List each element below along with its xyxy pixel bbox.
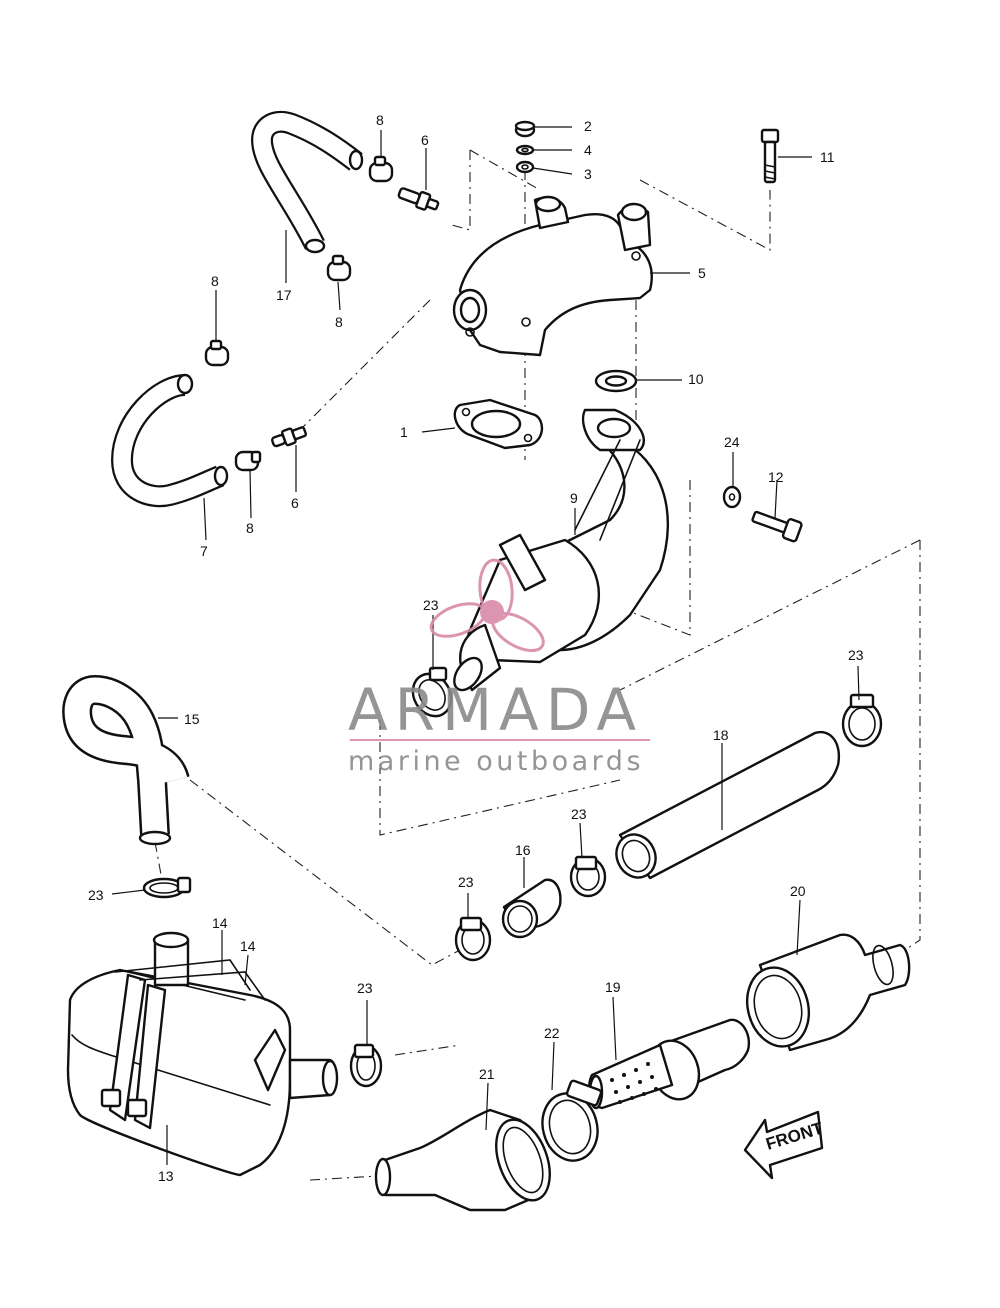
assembly-guide-lines — [154, 149, 921, 1181]
callout-23-center: 23 — [458, 874, 474, 890]
callout-1: 1 — [400, 424, 408, 440]
callout-6-upper: 6 — [421, 132, 429, 148]
perforation-holes — [610, 1062, 658, 1104]
callout-21: 21 — [479, 1066, 495, 1082]
muffler — [66, 931, 339, 1177]
callout-23-muffler: 23 — [357, 980, 373, 996]
watermark-brand: ARMADA — [348, 676, 643, 744]
callout-7: 7 — [200, 543, 208, 559]
small-clamps — [204, 155, 394, 472]
callout-8-left: 8 — [211, 273, 219, 289]
callout-5: 5 — [698, 265, 706, 281]
hose-upper — [250, 110, 364, 254]
elbow-pipe — [374, 1108, 551, 1212]
callout-8-mid: 8 — [335, 314, 343, 330]
worm-clamp — [569, 855, 607, 898]
callout-16: 16 — [515, 842, 531, 858]
callout-14-b: 14 — [240, 938, 256, 954]
worm-clamp — [841, 693, 883, 748]
bolt-short — [751, 510, 803, 543]
callout-11: 11 — [820, 149, 835, 165]
manifold-gasket — [453, 398, 544, 450]
callout-3: 3 — [584, 166, 592, 182]
front-direction-arrow: FRONT — [743, 1110, 826, 1180]
watermark-tagline: marine outboards — [348, 746, 644, 777]
armada-watermark: ARMADA marine outboards — [348, 558, 650, 777]
callout-17: 17 — [276, 287, 292, 303]
callout-23-left: 23 — [88, 887, 104, 903]
nut-and-washers — [514, 120, 536, 174]
worm-clamp — [142, 876, 192, 899]
hose-fittings — [271, 187, 440, 448]
callout-10: 10 — [688, 371, 704, 387]
callout-19: 19 — [605, 979, 621, 995]
gasket-ring — [594, 369, 638, 393]
callout-24: 24 — [724, 434, 740, 450]
callout-23-pipe: 23 — [423, 597, 439, 613]
tail-hose — [62, 674, 190, 846]
small-clamp — [234, 450, 262, 472]
short-sleeve — [501, 878, 562, 939]
exhaust-pipe — [453, 408, 669, 692]
exhaust-manifold — [452, 195, 653, 357]
small-clamp — [326, 254, 352, 282]
callout-12: 12 — [768, 469, 784, 485]
callout-4: 4 — [584, 142, 592, 158]
callout-15: 15 — [184, 711, 200, 727]
outlet-housing — [746, 933, 911, 1052]
callout-9: 9 — [570, 490, 578, 506]
callout-13: 13 — [158, 1168, 174, 1184]
callout-14-a: 14 — [212, 915, 228, 931]
callout-numbers: 2 4 3 11 5 10 8 6 17 8 8 1 6 8 7 9 24 12… — [88, 112, 864, 1184]
hose-lower — [110, 373, 229, 508]
callout-18: 18 — [713, 727, 729, 743]
worm-clamps — [142, 666, 883, 1088]
callout-22: 22 — [544, 1025, 560, 1041]
callout-8-lower: 8 — [246, 520, 254, 536]
watermark-rule — [350, 739, 650, 741]
callout-23-mid: 23 — [571, 806, 587, 822]
small-clamp — [204, 339, 230, 367]
hose-fitting — [397, 187, 440, 211]
washer-small — [722, 485, 742, 509]
band-clamp — [541, 1079, 603, 1162]
callout-8-upper: 8 — [376, 112, 384, 128]
leader-lines — [111, 126, 860, 1165]
bolt-long — [760, 128, 780, 184]
callout-23-right: 23 — [848, 647, 864, 663]
worm-clamp — [411, 666, 453, 718]
long-hose — [615, 730, 841, 880]
perforated-tube — [588, 1018, 751, 1110]
callout-20: 20 — [790, 883, 806, 899]
small-clamp — [368, 155, 394, 183]
propeller-logo — [429, 558, 545, 653]
callout-2: 2 — [584, 118, 592, 134]
worm-clamp — [454, 916, 492, 962]
hose-fitting — [271, 426, 308, 448]
callout-6-lower: 6 — [291, 495, 299, 511]
worm-clamp — [349, 1043, 383, 1088]
